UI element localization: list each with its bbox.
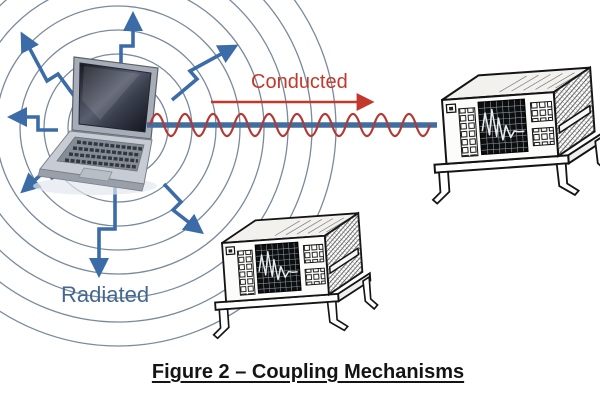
laptop-screen xyxy=(78,62,152,133)
emission-arrow-up-right xyxy=(170,44,239,102)
emission-arrow-down xyxy=(88,187,117,279)
emission-arrow-up xyxy=(119,10,144,70)
laptop-front-edge xyxy=(37,168,145,192)
laptop-touchpad xyxy=(78,167,113,182)
oscilloscope-radiated-receiver xyxy=(204,211,381,341)
emission-arrow-left xyxy=(6,106,58,132)
figure-caption: Figure 2 – Coupling Mechanisms xyxy=(0,361,600,384)
figure-caption-text: Figure 2 – Coupling Mechanisms xyxy=(151,361,465,383)
conducted-label: Conducted xyxy=(251,71,348,93)
conducted-noise-wave xyxy=(148,112,432,138)
oscilloscope-conducted-receiver xyxy=(423,65,600,206)
emission-arrow-up-left xyxy=(20,31,82,106)
laptop-key-rows xyxy=(64,140,143,169)
radiated-label: Radiated xyxy=(61,282,150,307)
emission-arrow-down-right xyxy=(162,182,204,235)
laptop-screen-sheen xyxy=(82,66,140,120)
laptop xyxy=(33,56,159,195)
